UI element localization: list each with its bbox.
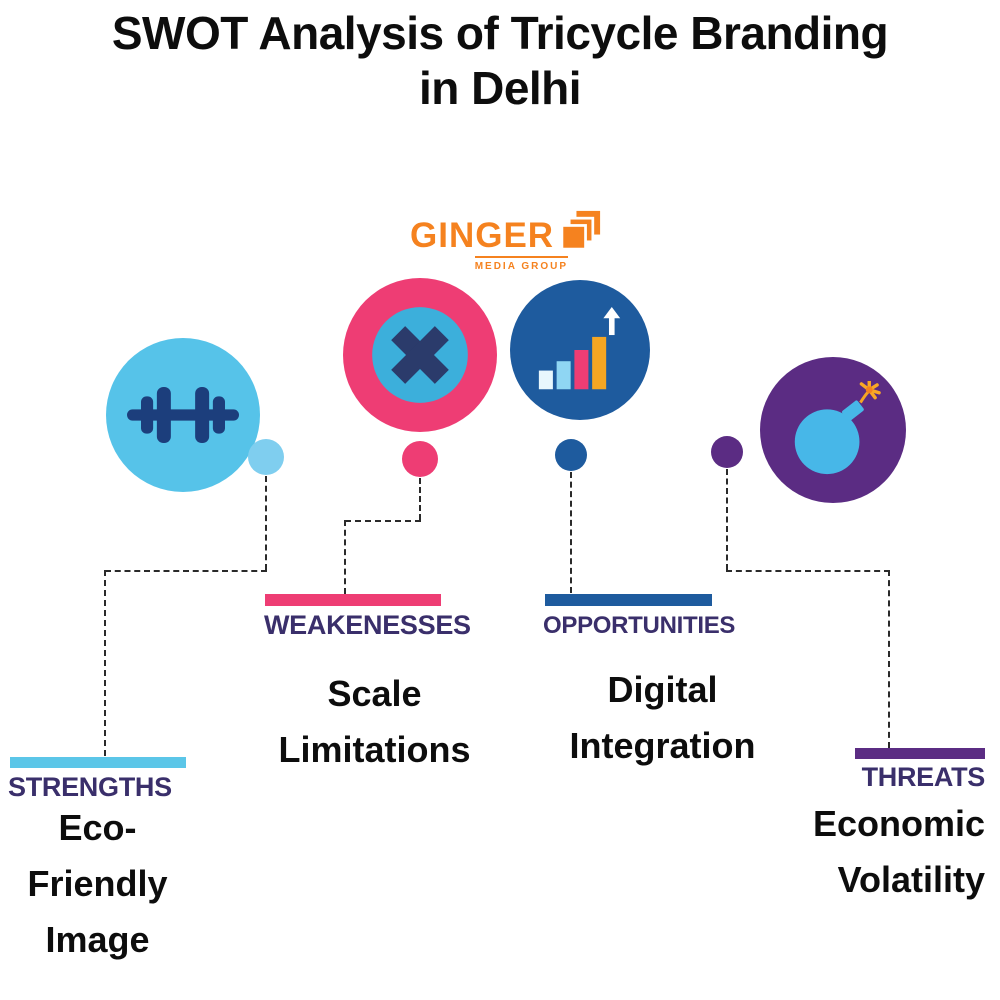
strengths-connector-line [265, 476, 267, 570]
strengths-label: STRENGTHS [8, 772, 172, 802]
opportunities-connector-dot [555, 439, 587, 471]
weaknesses-connector-line [345, 520, 421, 522]
threats-circle [760, 357, 906, 503]
page-title-line-1: SWOT Analysis of Tricycle Branding [111, 7, 889, 59]
stacked-pages-icon [561, 210, 601, 250]
weaknesses-description: Scale Limitations [278, 673, 471, 770]
page-title: SWOT Analysis of Tricycle Branding in De… [0, 6, 1000, 116]
threats-accent-bar [855, 748, 985, 759]
strengths-description: Eco- Friendly Image [27, 807, 168, 960]
strengths-connector-line [105, 570, 267, 572]
threats-label: THREATS [861, 762, 986, 792]
threats-connector-line [726, 469, 728, 570]
opportunities-connector-line [570, 472, 572, 593]
bomb-icon [784, 381, 882, 479]
weaknesses-connector-line [419, 478, 421, 520]
strengths-connector-dot [248, 439, 284, 475]
strengths-circle [106, 338, 260, 492]
ginger-media-group-logo: GINGER MEDIA GROUP [410, 210, 610, 272]
weaknesses-connector-line [344, 520, 346, 594]
threats-description: Economic Volatility [812, 803, 985, 900]
dumbbell-icon [127, 385, 239, 445]
opportunities-circle [510, 280, 650, 420]
bar-chart-growth-icon [533, 307, 627, 393]
logo-name: GINGER [410, 216, 555, 255]
threats-connector-line [888, 570, 890, 748]
threats-connector-line [726, 570, 890, 572]
cross-icon [368, 303, 472, 407]
weaknesses-connector-dot [402, 441, 438, 477]
weaknesses-label: WEAKENESSES [264, 610, 471, 640]
strengths-accent-bar [10, 757, 186, 768]
threats-connector-dot [711, 436, 743, 468]
opportunities-description: Digital Integration [569, 669, 756, 766]
opportunities-accent-bar [545, 594, 712, 606]
logo-tagline: MEDIA GROUP [474, 256, 568, 272]
opportunities-label: OPPORTUNITIES [543, 612, 736, 639]
page-title-line-2: in Delhi [418, 62, 582, 115]
weaknesses-circle [343, 278, 497, 432]
strengths-connector-line [104, 570, 106, 756]
weaknesses-accent-bar [265, 594, 441, 606]
